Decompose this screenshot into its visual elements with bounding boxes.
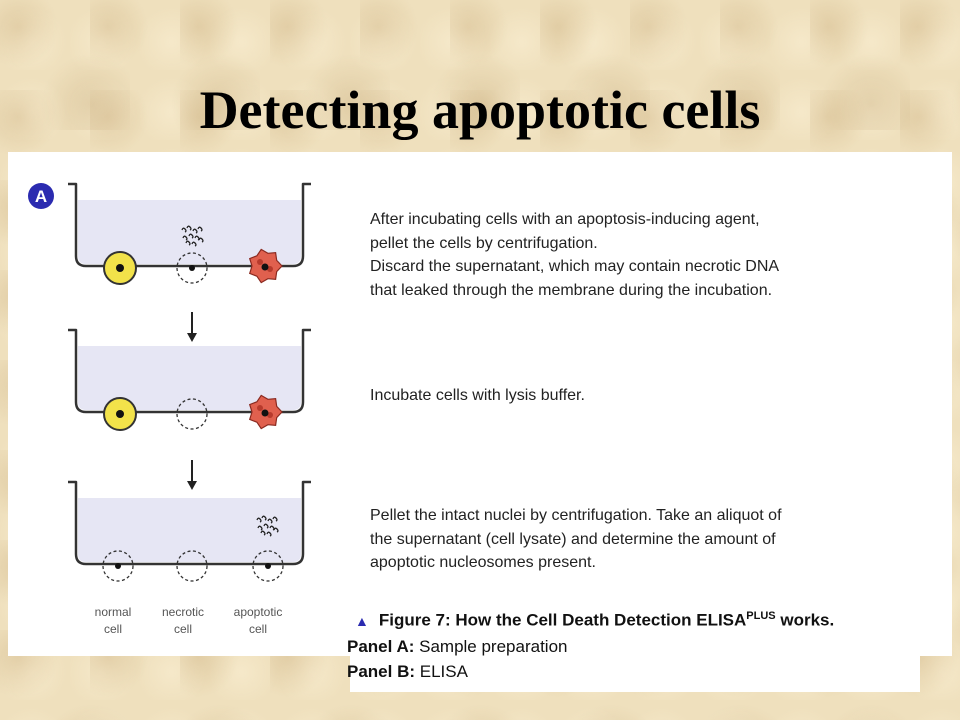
apoptotic-cell-step-1-nucleus	[261, 263, 269, 271]
dna-fragment	[198, 237, 204, 243]
necrotic-cell-step-1-nucleus	[189, 265, 195, 271]
slide-title: Detecting apoptotic cells	[199, 80, 761, 140]
beaker-step-3	[68, 480, 311, 566]
apoptotic-cell-step-1-fragment	[257, 259, 263, 265]
figure-panel: A After incubating cells with an apoptos…	[8, 152, 952, 656]
dna-fragment	[188, 233, 194, 239]
necrotic-cell-step-1	[176, 252, 208, 284]
normal-nucleus-step-3-nucleus	[115, 563, 121, 569]
dna-fragments-step-1	[181, 225, 204, 247]
apoptotic-cell-step-2-nucleus	[261, 409, 269, 417]
dna-fragment	[186, 225, 192, 231]
beaker-step-1	[68, 182, 311, 268]
arrow-step-1-to-2-head	[187, 333, 197, 342]
label-normal-cell: normal cell	[94, 605, 132, 636]
dna-fragment	[192, 228, 198, 234]
dna-fragment	[182, 235, 188, 241]
label-necrotic-cell: necrotic cell	[161, 605, 205, 636]
cells-diagram	[68, 182, 311, 582]
triangle-icon: ▲	[355, 612, 369, 629]
label-apoptotic-cell: apoptotic cell	[233, 605, 283, 636]
apoptotic-cell-step-2-fragment	[257, 405, 263, 411]
dna-fragment	[263, 523, 269, 529]
dna-fragment	[267, 518, 273, 524]
normal-cell-step-1-nucleus	[116, 264, 124, 272]
apoptotic-nucleus-step-3-nucleus	[265, 563, 271, 569]
dna-fragment	[256, 517, 262, 523]
panel-a-marker: A	[28, 183, 54, 209]
dna-fragment	[272, 516, 278, 522]
necrotic-ghost-step-3	[176, 550, 208, 582]
dna-fragment	[197, 226, 203, 232]
nucleosomes-step-3	[256, 515, 279, 537]
normal-nucleus-step-3	[102, 550, 134, 582]
caption-panel-b: Panel B: ELISA	[347, 662, 468, 681]
dna-fragment	[191, 241, 197, 247]
apoptotic-cell-step-2-fragment	[267, 412, 273, 418]
dna-fragment	[266, 531, 272, 537]
dna-fragment	[181, 227, 187, 233]
beaker-step-2	[68, 328, 311, 414]
step-1-text: After incubating cells with an apoptosis…	[370, 211, 780, 299]
dna-fragment	[260, 530, 266, 536]
dna-fragment	[185, 240, 191, 246]
apoptotic-cell-step-1-fragment	[267, 266, 273, 272]
beaker-step-2-liquid	[78, 346, 301, 410]
beaker-step-1-liquid	[78, 200, 301, 264]
figure-caption-title: ▲Figure 7: How the Cell Death Detection …	[355, 610, 835, 630]
caption-panel-a: Panel A: Sample preparation	[347, 637, 568, 656]
caption-background	[350, 656, 920, 692]
dna-fragment	[257, 525, 263, 531]
arrow-step-2-to-3-head	[187, 481, 197, 490]
necrotic-cell-step-2	[176, 398, 208, 430]
panel-a-letter: A	[35, 187, 47, 206]
apoptotic-nucleus-step-3	[252, 550, 284, 582]
step-3-text: Pellet the intact nuclei by centrifugati…	[370, 507, 782, 571]
step-2-text: Incubate cells with lysis buffer.	[370, 387, 585, 404]
beaker-step-3-liquid	[78, 498, 301, 562]
dna-fragment	[273, 527, 279, 533]
normal-cell-step-2-nucleus	[116, 410, 124, 418]
protocol-diagram: A	[28, 183, 54, 209]
dna-fragment	[261, 515, 267, 521]
